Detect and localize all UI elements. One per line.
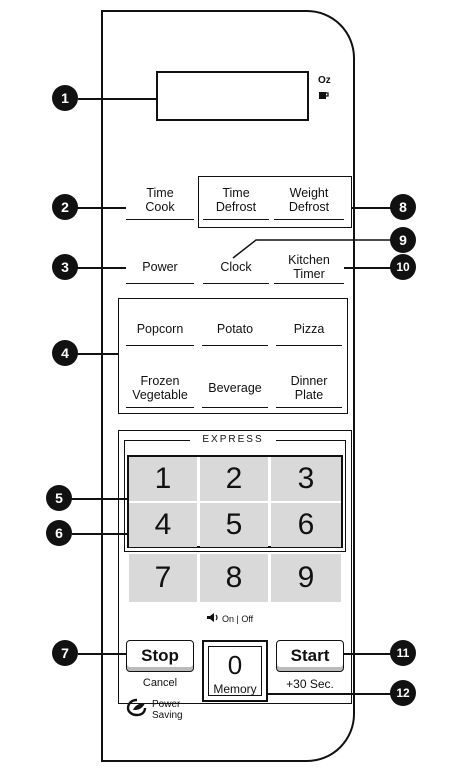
callout-line-5	[70, 498, 128, 500]
time-defrost-label: Time Defrost	[215, 186, 257, 214]
callout-5: 5	[46, 485, 72, 511]
frozen-vegetable-label: Frozen Vegetable	[132, 374, 188, 402]
time-cook-button[interactable]: Time Cook	[126, 180, 194, 220]
start-button[interactable]: Start	[276, 640, 344, 672]
number-key-8[interactable]: 8	[200, 554, 268, 602]
add-30-sec-label: +30 Sec.	[286, 677, 334, 691]
kitchen-timer-button[interactable]: Kitchen Timer	[274, 250, 344, 284]
potato-label: Potato	[216, 322, 254, 336]
power-label: Power	[142, 260, 178, 274]
callout-line-11	[344, 653, 392, 655]
sound-toggle[interactable]: On | Off	[206, 612, 253, 625]
clock-button[interactable]: Clock	[203, 250, 269, 284]
dinner-plate-label: Dinner Plate	[290, 374, 328, 402]
number-key-4[interactable]: 4	[129, 503, 197, 547]
callout-line-12	[268, 693, 392, 695]
callout-8: 8	[390, 194, 416, 220]
express-label: EXPRESS	[190, 434, 276, 445]
potato-button[interactable]: Potato	[202, 312, 268, 346]
popcorn-button[interactable]: Popcorn	[126, 312, 194, 346]
cancel-label: Cancel	[142, 677, 178, 689]
time-cook-label: Time Cook	[145, 186, 175, 214]
callout-line-6	[72, 533, 128, 535]
control-panel	[101, 10, 355, 762]
pizza-label: Pizza	[293, 322, 325, 336]
weight-defrost-label: Weight Defrost	[288, 186, 330, 214]
oz-indicator: Oz	[318, 75, 331, 86]
callout-1: 1	[52, 85, 78, 111]
callout-3: 3	[52, 254, 78, 280]
callout-line-9	[232, 239, 390, 259]
zero-memory-button[interactable]: 0 Memory	[202, 640, 268, 702]
callout-line-10	[344, 267, 392, 269]
number-key-5[interactable]: 5	[200, 503, 268, 547]
number-key-9[interactable]: 9	[271, 554, 341, 602]
callout-12: 12	[390, 680, 416, 706]
numpad-group	[118, 430, 352, 704]
number-key-2[interactable]: 2	[200, 457, 268, 501]
callout-2: 2	[52, 194, 78, 220]
frozen-vegetable-button[interactable]: Frozen Vegetable	[126, 368, 194, 408]
number-key-7[interactable]: 7	[129, 554, 197, 602]
callout-6: 6	[46, 520, 72, 546]
sound-label: On | Off	[222, 613, 254, 624]
cup-icon	[318, 90, 330, 103]
zero-label: 0	[227, 650, 243, 680]
callout-line-2	[76, 207, 126, 209]
power-button[interactable]: Power	[126, 250, 194, 284]
clock-label: Clock	[220, 260, 252, 274]
dinner-plate-button[interactable]: Dinner Plate	[276, 368, 342, 408]
callout-line-8	[352, 207, 392, 209]
callout-line-3	[76, 267, 126, 269]
time-defrost-button[interactable]: Time Defrost	[203, 180, 269, 220]
number-key-6[interactable]: 6	[271, 503, 341, 547]
callout-10: 10	[390, 254, 416, 280]
callout-11: 11	[390, 640, 416, 666]
callout-line-4	[76, 353, 118, 355]
lcd-display	[156, 71, 309, 121]
callout-4: 4	[52, 340, 78, 366]
number-key-3[interactable]: 3	[271, 457, 341, 501]
stop-button[interactable]: Stop	[126, 640, 194, 672]
power-saving-button[interactable]: Power Saving	[126, 697, 183, 722]
popcorn-label: Popcorn	[136, 322, 184, 336]
kitchen-timer-label: Kitchen Timer	[288, 253, 330, 281]
sensor-cook-group	[118, 298, 348, 414]
pizza-button[interactable]: Pizza	[276, 312, 342, 346]
speaker-icon	[206, 612, 219, 625]
leaf-icon	[126, 697, 148, 722]
defrost-group	[198, 176, 352, 228]
callout-9: 9	[390, 227, 416, 253]
power-saving-label: Power Saving	[152, 698, 183, 721]
memory-label: Memory	[213, 682, 257, 696]
callout-line-7	[78, 653, 126, 655]
weight-defrost-button[interactable]: Weight Defrost	[274, 180, 344, 220]
beverage-label: Beverage	[208, 381, 262, 395]
express-keys-border	[127, 455, 343, 548]
beverage-button[interactable]: Beverage	[202, 368, 268, 408]
number-key-1[interactable]: 1	[129, 457, 197, 501]
callout-line-1	[78, 98, 156, 100]
callout-7: 7	[52, 640, 78, 666]
